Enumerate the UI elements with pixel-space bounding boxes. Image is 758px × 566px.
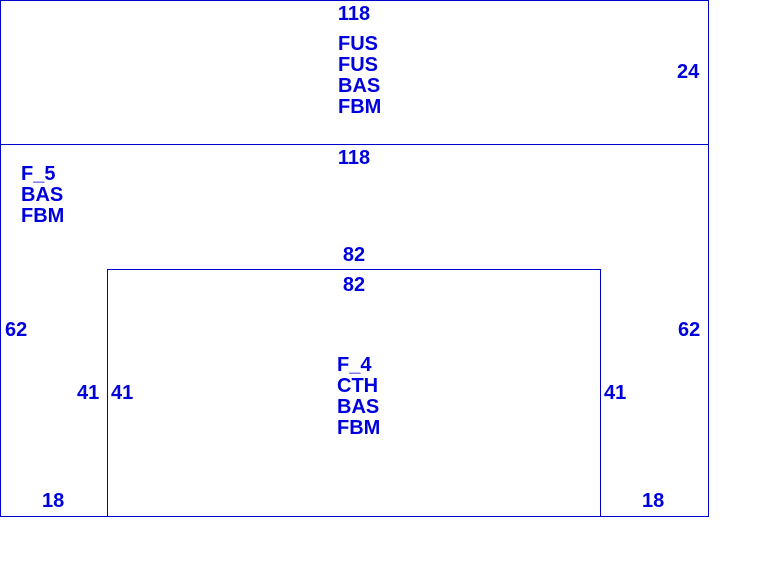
inner-width-inner: 82 — [342, 274, 366, 296]
inner-width-outer: 82 — [342, 244, 366, 266]
top-width-label: 118 — [337, 3, 371, 25]
inner-label: CTH — [337, 375, 379, 397]
main-right-height: 62 — [678, 319, 701, 341]
main-label: BAS — [21, 184, 64, 206]
top-label: FUS — [338, 54, 378, 76]
inner-label: BAS — [337, 396, 380, 418]
main-label: F_5 — [21, 163, 56, 185]
inner-panel — [107, 269, 601, 517]
main-bottom-left: 18 — [42, 490, 65, 512]
main-width-label: 118 — [337, 147, 371, 169]
main-label: FBM — [21, 205, 65, 227]
right-gap-height: 41 — [604, 382, 627, 404]
inner-left-height: 41 — [111, 382, 134, 404]
main-left-height: 62 — [5, 319, 28, 341]
top-panel-labels: FUS FUS BAS FBM — [338, 34, 381, 118]
top-label: FUS — [338, 33, 378, 55]
inner-label: FBM — [337, 417, 381, 439]
inner-panel-labels: F_4 CTH BAS FBM — [337, 355, 380, 439]
inner-label: F_4 — [337, 354, 372, 376]
main-bottom-right: 18 — [642, 490, 665, 512]
top-label: BAS — [338, 75, 381, 97]
top-label: FBM — [338, 96, 382, 118]
left-gap-height: 41 — [77, 382, 100, 404]
top-height-label: 24 — [677, 61, 700, 83]
main-panel-labels: F_5 BAS FBM — [21, 164, 64, 227]
